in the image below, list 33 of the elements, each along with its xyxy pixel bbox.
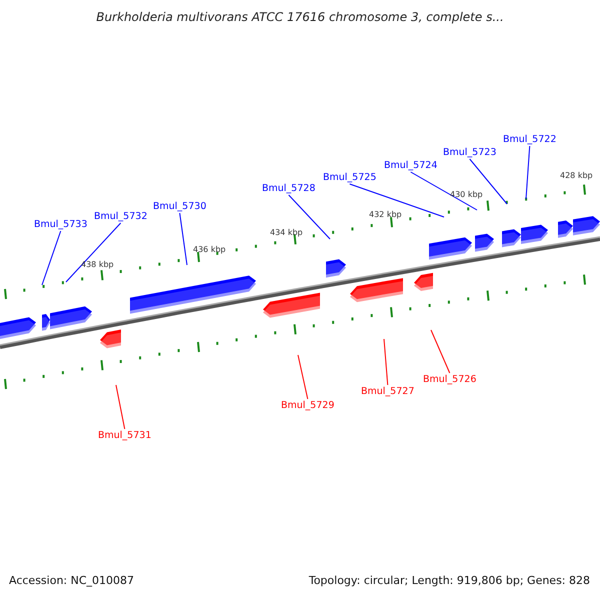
gene-label: Bmul_5725 <box>323 172 376 183</box>
leader-line <box>42 230 62 286</box>
tick-label: 434 kbp <box>270 228 303 237</box>
tick-label: 428 kbp <box>560 171 593 180</box>
leader-line <box>430 330 450 374</box>
gene-label: Bmul_5722 <box>503 134 556 145</box>
tick-label: 438 kbp <box>81 260 114 269</box>
gene-label: Bmul_5724 <box>384 160 438 171</box>
leader-line <box>66 222 122 282</box>
gene-label: Bmul_5727 <box>361 386 414 397</box>
leader-line <box>384 338 388 386</box>
leader-line <box>349 184 444 218</box>
footer-text: Topology: circular; Length: 919,806 bp; Genes: 828 <box>308 574 590 587</box>
footer-text: Accession: NC_010087 <box>9 574 134 587</box>
gene-label: Bmul_5723 <box>443 147 496 158</box>
gene-label: Bmul_5730 <box>153 201 206 212</box>
leader-line <box>288 194 330 240</box>
tick-label: 432 kbp <box>369 210 402 219</box>
leader-line <box>179 212 188 266</box>
tick-label: 436 kbp <box>193 245 226 254</box>
title: Burkholderia multivorans ATCC 17616 chromosome 3, complete s... <box>95 10 505 24</box>
leader-line <box>116 384 126 430</box>
gene-label: Bmul_5733 <box>34 219 88 230</box>
leader-line <box>469 158 508 204</box>
tick-label: 430 kbp <box>450 190 483 199</box>
gene-label: Bmul_5728 <box>262 183 316 194</box>
gene-label: Bmul_5731 <box>98 430 152 441</box>
gene-label: Bmul_5729 <box>281 400 334 411</box>
leader-line <box>298 354 308 400</box>
gene-label: Bmul_5726 <box>423 374 476 385</box>
leader-line <box>410 172 478 210</box>
leader-line <box>526 146 530 200</box>
gene-label: Bmul_5732 <box>94 211 148 222</box>
